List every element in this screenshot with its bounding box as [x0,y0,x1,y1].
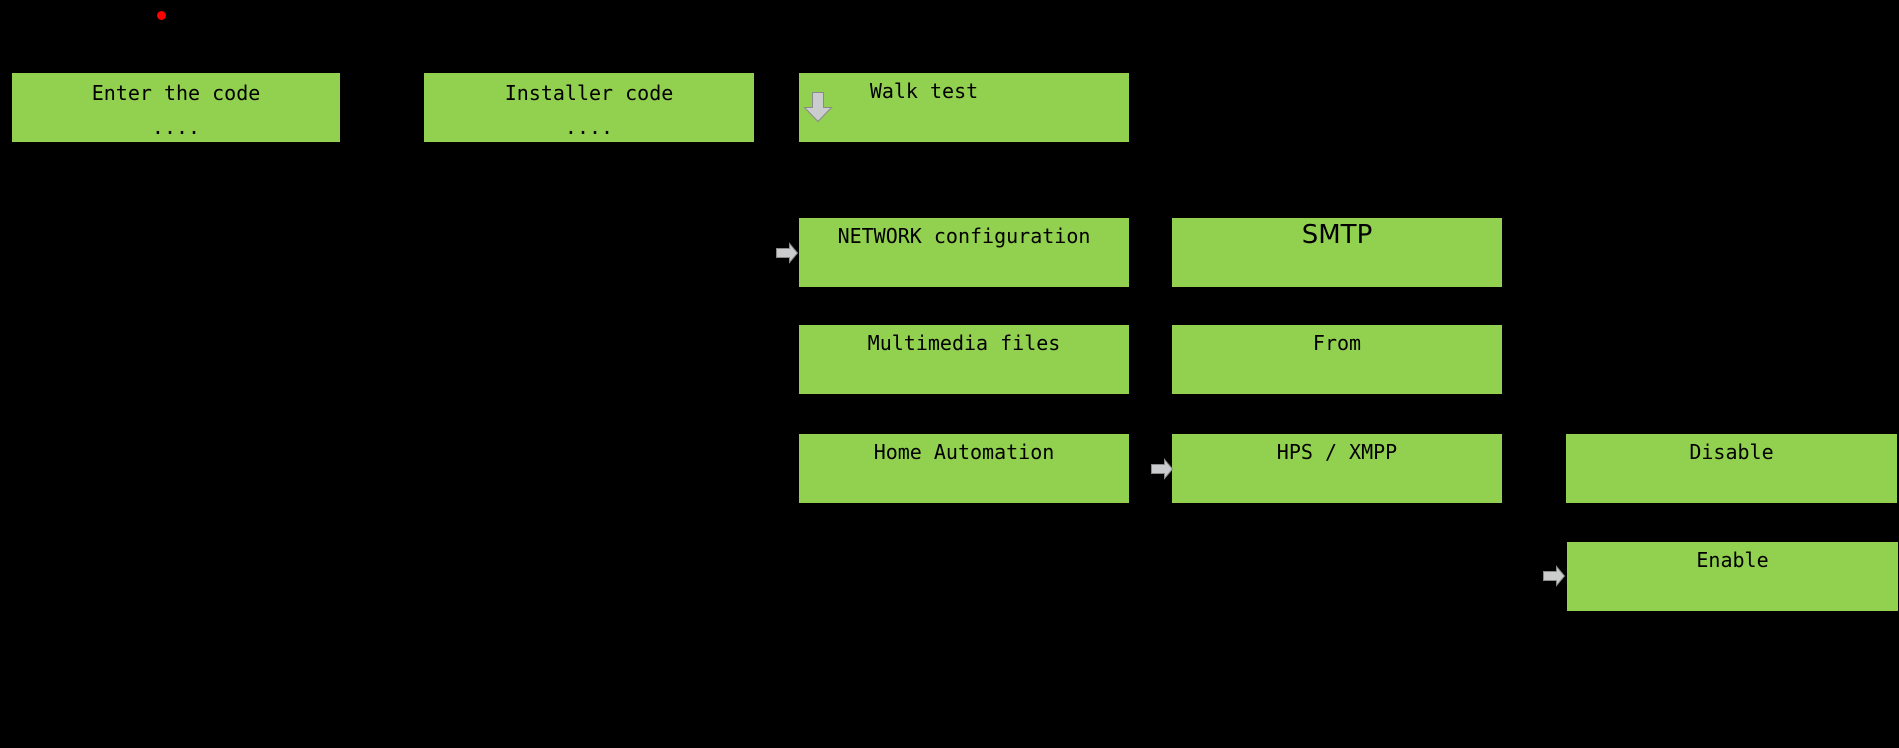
box-hps-xmpp: HPS / XMPP [1172,434,1502,503]
box-smtp-label: SMTP [1301,220,1373,250]
box-enter-the-code-dots: .... [151,115,201,139]
right-arrow-icon-enable [1543,565,1566,587]
box-enable-label: Enable [1696,548,1769,572]
box-hps-xmpp-label: HPS / XMPP [1276,440,1398,464]
box-disable: Disable [1566,434,1897,503]
box-walk-test: Walk test [799,73,1129,142]
red-dot [157,11,166,20]
box-enter-the-code-label: Enter the code [91,81,261,105]
box-installer-code: Installer code .... [424,73,754,142]
box-network-configuration: NETWORK configuration [799,218,1129,287]
down-arrow-icon [803,92,833,123]
box-multimedia-files: Multimedia files [799,325,1129,394]
box-disable-label: Disable [1689,440,1774,464]
box-installer-code-label: Installer code [504,81,674,105]
box-smtp: SMTP [1172,218,1502,287]
box-from: From [1172,325,1502,394]
box-network-configuration-label: NETWORK configuration [837,224,1091,248]
box-walk-test-label: Walk test [869,79,979,103]
right-arrow-icon-network [776,242,799,264]
right-arrow-icon-hps [1151,458,1174,480]
box-from-label: From [1312,331,1362,355]
box-installer-code-dots: .... [564,115,614,139]
box-enable: Enable [1567,542,1898,611]
box-home-automation-label: Home Automation [873,440,1055,464]
box-multimedia-files-label: Multimedia files [867,331,1061,355]
box-enter-the-code: Enter the code .... [12,73,340,142]
box-home-automation: Home Automation [799,434,1129,503]
